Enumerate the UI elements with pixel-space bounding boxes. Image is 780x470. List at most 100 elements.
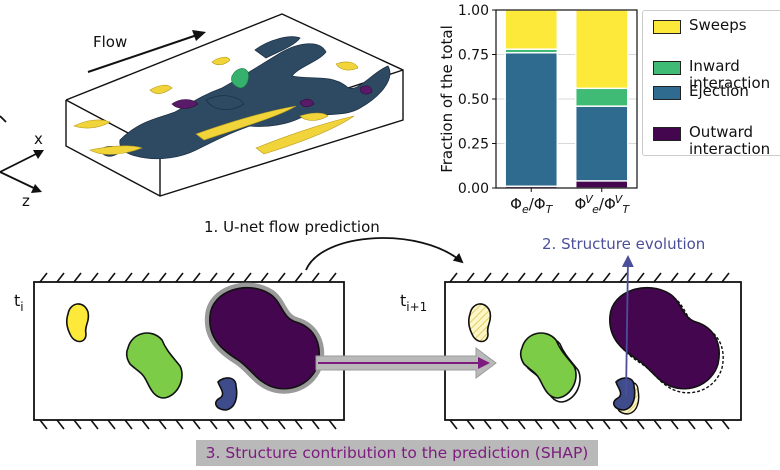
step2-label: 2. Structure evolution [542, 235, 705, 253]
evolution-arrow [621, 255, 634, 397]
hatch-mark [517, 419, 526, 430]
hatch-mark [158, 419, 167, 430]
structure-green-right [519, 332, 577, 399]
hatch-mark [687, 272, 696, 283]
hatch-mark [243, 419, 252, 430]
hatch-mark [704, 272, 713, 283]
hatch-mark [551, 272, 560, 283]
hatch-mark [483, 419, 492, 430]
hatch-mark [39, 272, 48, 283]
hatch-mark [73, 419, 82, 430]
axis-x-label: x [34, 130, 43, 148]
y-tick-label: 0.25 [458, 137, 489, 153]
structures-purple [171, 85, 373, 109]
hatch-mark [670, 272, 679, 283]
time-label-left: ti [14, 291, 24, 314]
hatch-mark [500, 419, 509, 430]
axis-z-label: z [22, 192, 30, 210]
wall-hatch-left-bottom [39, 419, 337, 430]
hatch-mark [294, 419, 303, 430]
hatch-mark [192, 272, 201, 283]
shap-arrow-head [478, 357, 490, 369]
hatch-mark [687, 419, 696, 430]
hatch-mark [294, 272, 303, 283]
hatch-mark [56, 419, 65, 430]
hatch-mark [328, 272, 337, 283]
prediction-arrow [305, 237, 464, 271]
hatch-mark [192, 419, 201, 430]
hatch-mark [311, 272, 320, 283]
y-tick-label: 0.00 [458, 181, 489, 197]
hatch-mark [175, 419, 184, 430]
legend-item-3: Sweeps [643, 17, 747, 34]
hatch-mark [636, 272, 645, 283]
hatch-mark [158, 272, 167, 283]
structure-blue-left [214, 377, 238, 411]
wall-hatch-left-top [39, 272, 337, 283]
hatch-mark [568, 419, 577, 430]
bar-segment-1-3 [575, 9, 629, 90]
hatch-mark [704, 419, 713, 430]
step1-label: 1. U-net flow prediction [204, 218, 380, 236]
hatch-mark [483, 272, 492, 283]
hatch-mark [260, 419, 269, 430]
hatch-mark [585, 419, 594, 430]
x-tick-label: Φe/ΦT [510, 195, 553, 216]
hatch-mark [90, 272, 99, 283]
hatch-mark [311, 419, 320, 430]
hatch-mark [90, 419, 99, 430]
hatch-mark [39, 419, 48, 430]
hatch-mark [619, 419, 628, 430]
y-tick-labels: 0.00 0.25 0.50 0.75 1.00 [458, 3, 496, 197]
bar-segment-0-3 [504, 9, 558, 50]
flow-arrow [87, 33, 201, 73]
time-label-right: ti+1 [400, 291, 427, 314]
structures-yellow [73, 56, 359, 155]
legend-item-1: Ejection [643, 83, 749, 100]
y-axis-label: Fraction of the total [438, 25, 456, 173]
structure-purple-right [609, 286, 720, 390]
hatch-mark [500, 272, 509, 283]
y-tick-label: 1.00 [458, 3, 489, 19]
x-tick-labels: Φe/ΦT ΦVe/ΦVT [510, 188, 630, 216]
hatch-mark [124, 419, 133, 430]
hatch-mark [466, 419, 475, 430]
hatch-mark [466, 272, 475, 283]
hatch-mark [721, 272, 730, 283]
prediction-diagram: ti ti+1 1. U-net flow prediction 2. Stru… [14, 218, 742, 430]
hatch-mark [653, 419, 662, 430]
hatch-mark [107, 272, 116, 283]
structure-blue-right [612, 377, 636, 411]
bar-segment-1-2 [575, 87, 629, 107]
hatch-mark [653, 272, 662, 283]
y-tick-label: 0.75 [458, 48, 489, 64]
flow-visualization: Flow [0, 13, 404, 210]
hatch-mark [585, 272, 594, 283]
hatch-mark [449, 419, 458, 430]
legend-swatch [653, 61, 681, 75]
legend-label: Sweeps [689, 16, 747, 34]
legend-item-0: Outward interaction [643, 124, 770, 158]
legend-swatch [653, 86, 681, 100]
y-tick-label: 0.50 [458, 92, 489, 108]
hatch-mark [209, 272, 218, 283]
x-tick-label: ΦVe/ΦVT [574, 193, 630, 216]
legend-label: Ejection [689, 82, 749, 100]
legend-swatch [653, 127, 681, 141]
hatch-mark [73, 272, 82, 283]
hatch-mark [56, 272, 65, 283]
hatch-mark [328, 419, 337, 430]
wall-hatch-right-bottom [449, 419, 730, 430]
hatch-mark [602, 419, 611, 430]
legend-swatch [653, 20, 681, 34]
hatch-mark [534, 419, 543, 430]
hatch-mark [721, 419, 730, 430]
hatch-mark [670, 419, 679, 430]
hatch-mark [226, 419, 235, 430]
hatch-mark [551, 419, 560, 430]
flow-arrow-head [192, 30, 206, 41]
hatch-mark [517, 272, 526, 283]
legend-label: Inward interaction [689, 57, 771, 92]
